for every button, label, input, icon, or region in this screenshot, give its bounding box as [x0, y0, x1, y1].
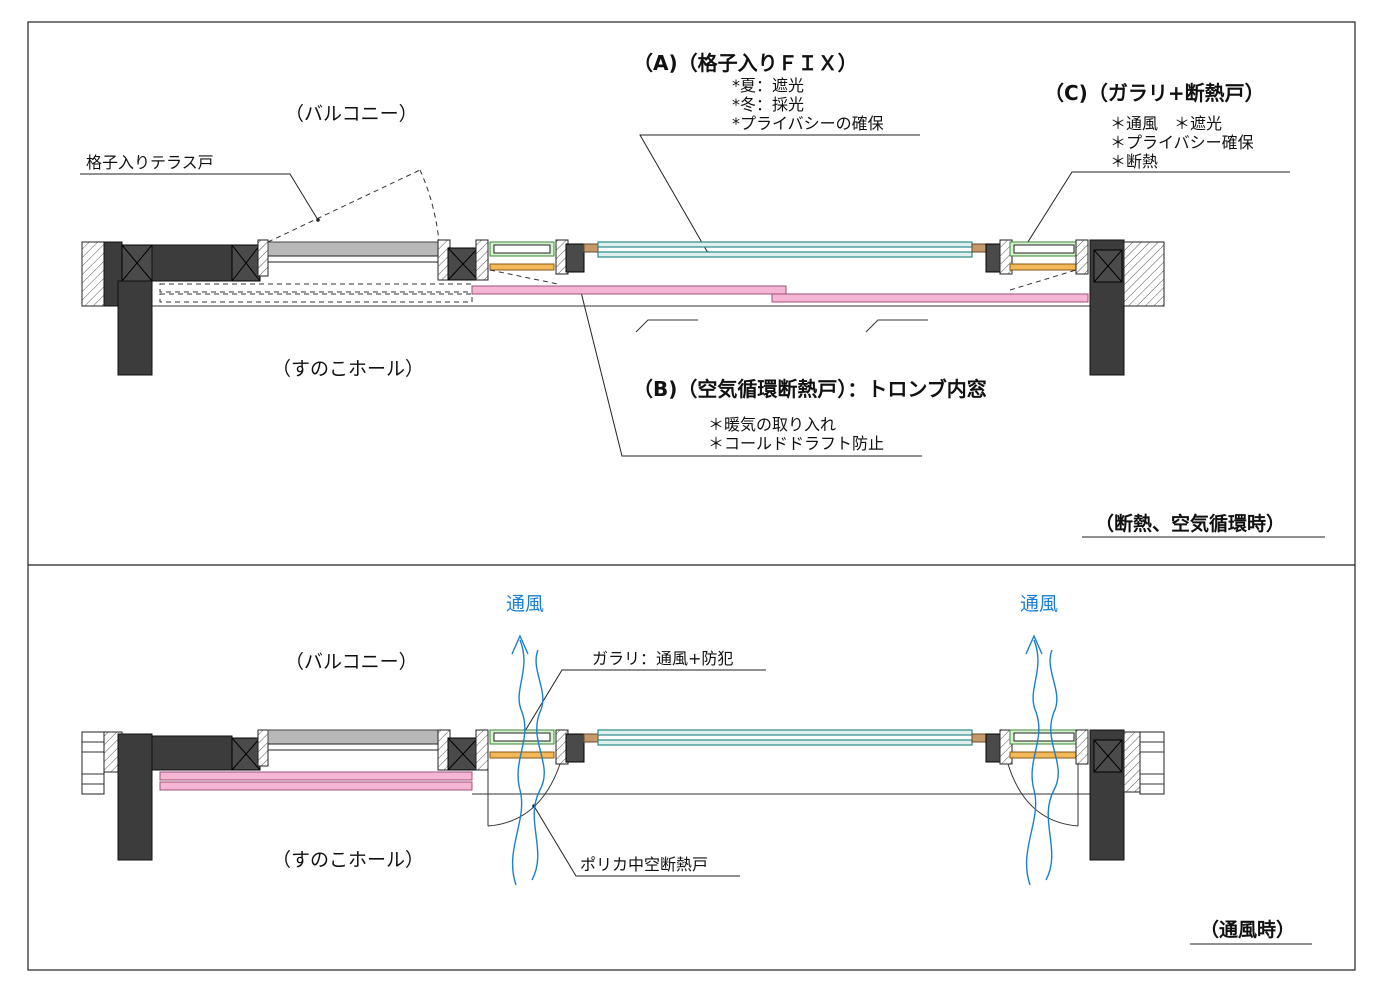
- airflow-wave-right-2: [1045, 649, 1059, 881]
- leader-c: [1025, 171, 1290, 246]
- label-c-note2: ＊プライバシー確保: [1110, 133, 1254, 152]
- label-a-note3: *プライバシーの確保: [732, 114, 884, 133]
- label-a-note1: *夏：遮光: [732, 76, 804, 95]
- plan-drawing-bottom: [81, 634, 1165, 886]
- label-b-note1: ＊暖気の取り入れ: [708, 415, 836, 434]
- label-polyca: ポリカ中空断熱戸: [580, 855, 708, 874]
- top-panel: （A)（格子入りＦＩＸ） *夏：遮光 *冬：採光 *プライバシーの確保 （バルコ…: [80, 51, 1325, 538]
- leader-a: [639, 134, 920, 254]
- label-b-title: （B)（空気循環断熱戸）：トロンブ内窓: [633, 377, 987, 401]
- leader-louver: [521, 669, 766, 737]
- airflow-wave-right: [1025, 639, 1040, 886]
- label-louver: ガラリ：通風+防犯: [592, 649, 733, 668]
- leader-polyca: [533, 805, 740, 877]
- label-sunoko-top: （すのこホール）: [272, 358, 424, 380]
- label-a-title: （A)（格子入りＦＩＸ）: [633, 51, 858, 75]
- label-balcony-top: （バルコニー）: [285, 103, 418, 125]
- leader-b: [579, 287, 922, 457]
- label-c-note3: ＊断熱: [1110, 152, 1158, 171]
- outer-border: [27, 21, 1356, 971]
- airflow-wave-left: [511, 639, 526, 886]
- label-c-note1: ＊通風 ＊遮光: [1110, 114, 1222, 133]
- bottom-panel: 通風 通風 （バルコニー） ガラリ：通風+防犯 （すのこホール） ポリカ中空断熱…: [81, 593, 1312, 945]
- airflow-wave-left-2: [531, 649, 545, 881]
- plan-drawing-top: [81, 169, 1165, 376]
- label-c-title: （C)（ガラリ+断熱戸）: [1044, 81, 1265, 105]
- mode-label-bottom: （通風時）: [1200, 918, 1295, 941]
- airflow-left-label: 通風: [506, 593, 544, 615]
- label-b-note2: ＊コールドドラフト防止: [708, 434, 884, 453]
- label-sunoko-bottom: （すのこホール）: [272, 849, 424, 871]
- leader-lattice-door: [80, 173, 319, 221]
- label-lattice-door: 格子入りテラス戸: [86, 153, 214, 172]
- mode-label-top: （断熱、空気循環時）: [1095, 512, 1285, 535]
- airflow-right-label: 通風: [1020, 593, 1058, 615]
- label-balcony-bottom: （バルコニー）: [285, 651, 418, 673]
- label-a-note2: *冬：採光: [732, 95, 804, 114]
